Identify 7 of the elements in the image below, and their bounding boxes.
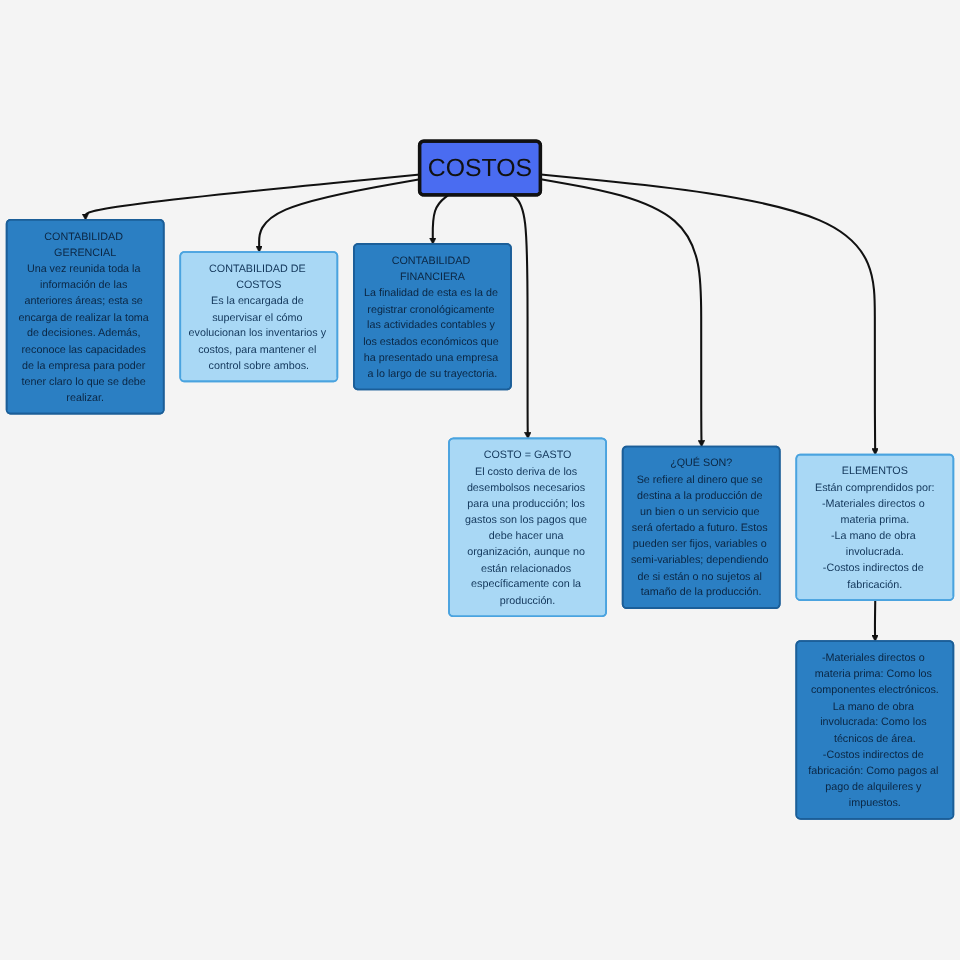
arrow (540, 173, 879, 456)
arrow (512, 194, 532, 440)
arrow (81, 173, 421, 221)
arrow (540, 178, 706, 448)
arrow (255, 178, 421, 253)
arrow (429, 194, 449, 245)
arrow (871, 600, 879, 642)
